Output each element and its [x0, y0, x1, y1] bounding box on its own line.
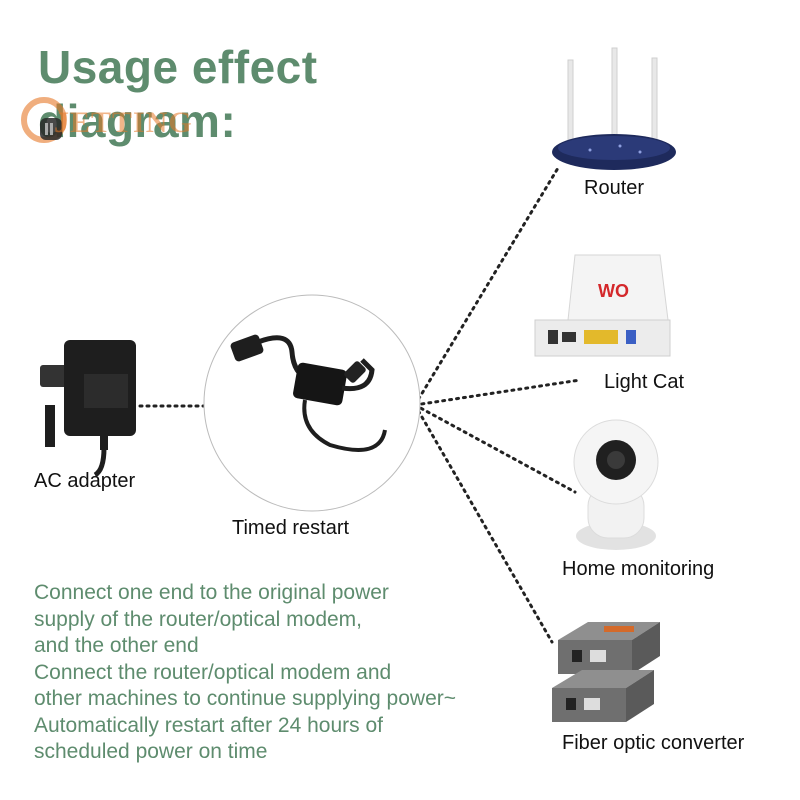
svg-text:WO: WO: [598, 281, 629, 301]
watermark-swirl-icon: [21, 97, 67, 143]
diagram-title: Usage effect diagram:: [38, 40, 318, 148]
router-icon: [552, 47, 676, 170]
description-line: Connect one end to the original power: [34, 581, 389, 604]
line-to-camera: [413, 403, 577, 494]
fiber-converter-icon: [552, 622, 660, 722]
fiber-converter-label: Fiber optic converter: [562, 732, 745, 754]
light-cat-label: Light Cat: [604, 371, 685, 393]
watermark-logo: JETTING: [14, 92, 244, 148]
description-line: Automatically restart after 24 hours of: [34, 713, 383, 737]
description-line: other machines to continue supplying pow…: [34, 687, 457, 710]
line-to-light-cat: [413, 378, 582, 407]
description-line: scheduled power on time: [34, 740, 268, 763]
timed-restart-label: Timed restart: [232, 517, 350, 539]
description-line: supply of the router/optical modem,: [34, 607, 363, 631]
ac-adapter-label: AC adapter: [34, 470, 136, 492]
camera-icon: [573, 419, 659, 550]
ac-adapter-icon: [40, 340, 136, 478]
title-line-1: Usage effect: [38, 41, 318, 93]
timed-restart-cable-icon: [203, 294, 421, 512]
title-line-2: diagram:: [38, 95, 237, 147]
home-monitoring-label: Home monitoring: [562, 558, 715, 580]
line-to-router: [413, 166, 560, 407]
router-label: Router: [584, 177, 645, 199]
usage-description: Connect one end to the original power su…: [34, 580, 456, 766]
description-line: and the other end: [34, 634, 199, 657]
connection-lines: [138, 166, 582, 644]
light-cat-icon: WO: [534, 254, 671, 357]
description-line: Connect the router/optical modem and: [34, 660, 392, 684]
watermark-text: JETTING: [54, 106, 193, 139]
